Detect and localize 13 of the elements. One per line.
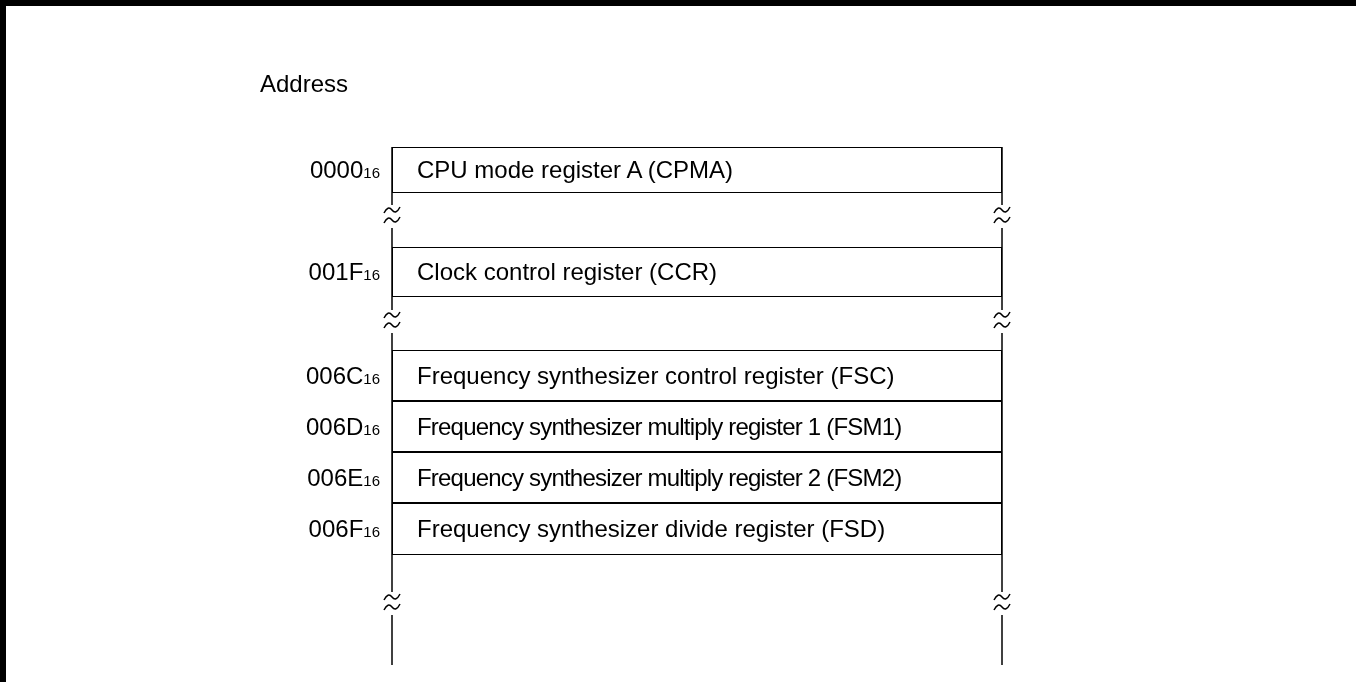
register-box bbox=[392, 247, 1002, 297]
register-box bbox=[392, 503, 1002, 555]
register-name: Frequency synthesizer multiply register 1 (FSM1) bbox=[417, 412, 902, 441]
register-box bbox=[392, 350, 1002, 401]
register-box bbox=[392, 452, 1002, 503]
register-name: CPU mode register A (CPMA) bbox=[417, 156, 734, 184]
register-box bbox=[392, 147, 1002, 193]
register-name: Clock control register (CCR) bbox=[417, 258, 718, 286]
register-name: Frequency synthesizer multiply register 2 (FSM2) bbox=[417, 463, 902, 492]
register-name: Frequency synthesizer divide register (FSD) bbox=[417, 515, 886, 543]
register-name: Frequency synthesizer control register (FSC) bbox=[417, 361, 895, 390]
column-heading: Address bbox=[260, 70, 349, 98]
register-box bbox=[392, 401, 1002, 452]
